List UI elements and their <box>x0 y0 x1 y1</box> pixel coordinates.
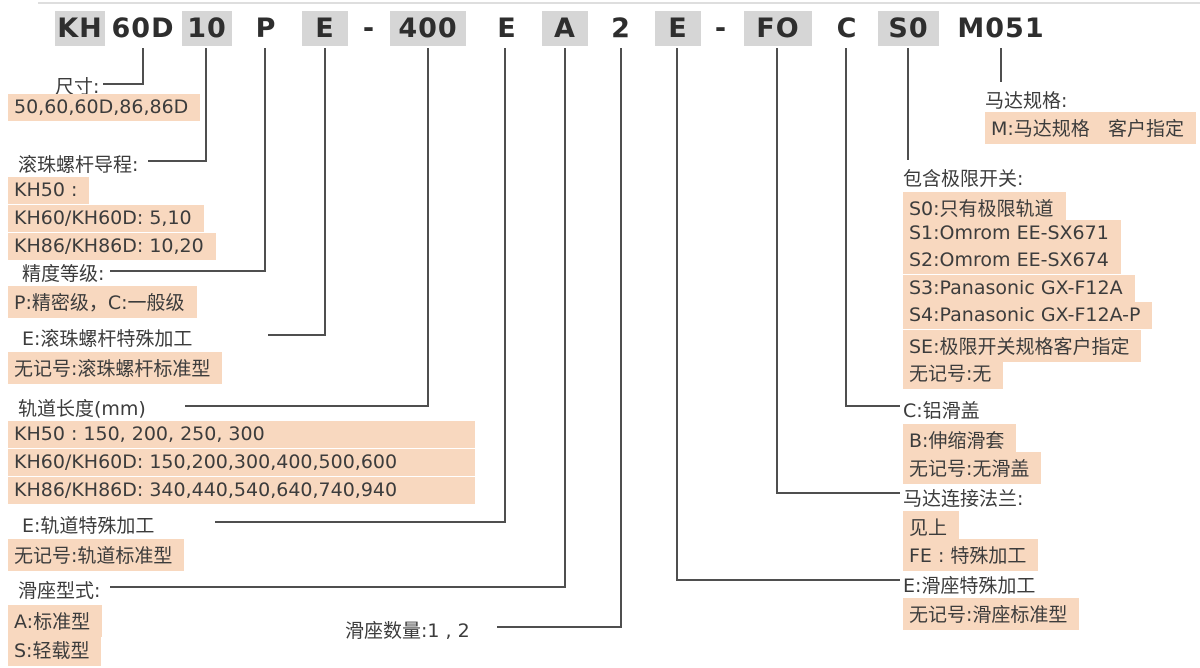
limit-switch-item: S2:Omrom EE-SX674 <box>903 247 1121 274</box>
code-segment-rail-length: 400 <box>390 11 466 46</box>
connector-rail-special-v <box>504 48 506 523</box>
connector-flange-h <box>776 492 900 494</box>
screw-lead-item: KH50 : <box>8 177 90 204</box>
connector-slider-special-h <box>676 579 900 581</box>
connector-size-h <box>103 83 144 85</box>
motor-spec-item: M:马达规格 <box>985 112 1102 144</box>
motor-spec-label: 马达规格: <box>985 90 1068 112</box>
slider-type-item: A:标准型 <box>8 605 103 637</box>
code-segment-dash-2: - <box>714 13 728 44</box>
limit-switch-item: SE:极限开关规格客户指定 <box>903 330 1142 362</box>
code-segment-series: KH <box>55 11 105 46</box>
connector-rail-length-v <box>427 48 429 407</box>
connector-size-v <box>142 48 144 85</box>
accuracy-item: P:精密级，C:一般级 <box>8 286 197 318</box>
connector-slider-special-v <box>676 48 678 581</box>
connector-slider-type-h <box>110 586 566 588</box>
connector-screw-special-h <box>268 334 326 336</box>
limit-switch-item: 无记号:无 <box>903 357 1004 389</box>
limit-switch-label: 包含极限开关: <box>903 168 1024 190</box>
connector-motor-v <box>1000 48 1002 82</box>
connector-cover-v <box>845 48 847 407</box>
slider-count-label: 滑座数量:1 , 2 <box>345 620 470 642</box>
flange-item: FE : 特殊加工 <box>903 539 1039 571</box>
screw-special-label: E:滚珠螺杆特殊加工 <box>22 328 193 350</box>
connector-flange-v <box>776 48 778 494</box>
code-segment-flange: FO <box>744 11 812 46</box>
rail-length-item: KH50 : 150, 200, 250, 300 <box>8 421 475 448</box>
connector-cover-h <box>845 405 900 407</box>
code-segment-slider-special: E <box>655 11 701 46</box>
connector-screw-special-v <box>324 48 326 336</box>
rail-special-label: E:轨道特殊加工 <box>22 515 155 537</box>
flange-label: 马达连接法兰: <box>903 488 1024 510</box>
connector-lead-h <box>148 160 207 162</box>
rail-special-item: 无记号:轨道标准型 <box>8 539 185 571</box>
code-segment-rail-special: E <box>497 13 517 44</box>
rail-length-item: KH86/KH86D: 340,440,540,640,740,940 <box>8 477 475 504</box>
cover-label: C:铝滑盖 <box>903 400 980 422</box>
code-segment-screw-special: E <box>302 11 348 46</box>
connector-lead-v <box>205 48 207 162</box>
code-segment-motor: M051 <box>957 13 1045 44</box>
limit-switch-item: S0:只有极限轨道 <box>903 192 1066 224</box>
cover-item: B:伸缩滑套 <box>903 424 1017 456</box>
screw-special-item: 无记号:滚珠螺杆标准型 <box>8 352 223 384</box>
connector-slider-type-v <box>564 48 566 588</box>
code-segment-limit-switch: S0 <box>878 11 939 46</box>
code-segment-lead: 10 <box>182 11 232 46</box>
connector-slider-count-h <box>497 626 622 628</box>
size-label: 尺寸: <box>55 76 100 98</box>
connector-rail-length-h <box>185 405 429 407</box>
connector-limit-switch-v <box>907 48 909 160</box>
screw-lead-item: KH60/KH60D: 5,10 <box>8 205 204 232</box>
screw-lead-item: KH86/KH86D: 10,20 <box>8 233 216 260</box>
rail-length-label: 轨道长度(mm) <box>18 398 146 420</box>
flange-item: 见上 <box>903 511 960 543</box>
code-segment-slider-count: 2 <box>611 13 631 44</box>
connector-accuracy-v <box>264 48 266 272</box>
accuracy-label: 精度等级: <box>22 263 105 285</box>
screw-lead-label: 滚珠螺杆导程: <box>18 154 139 176</box>
code-segment-size: 60D <box>111 13 175 44</box>
limit-switch-item: S1:Omrom EE-SX671 <box>903 220 1121 247</box>
size-item: 50,60,60D,86,86D <box>8 94 201 121</box>
code-segment-accuracy: P <box>255 13 277 44</box>
slider-type-item: S:轻载型 <box>8 634 102 666</box>
slider-type-label: 滑座型式: <box>18 580 101 602</box>
code-segment-slider-type: A <box>542 11 588 46</box>
motor-spec-item: 客户指定 <box>1102 112 1197 144</box>
slider-special-item: 无记号:滑座标准型 <box>903 598 1080 630</box>
connector-slider-count-v <box>620 48 622 628</box>
connector-rail-special-h <box>215 521 506 523</box>
limit-switch-item: S4:Panasonic GX-F12A-P <box>903 302 1153 329</box>
connector-accuracy-h <box>110 270 266 272</box>
cover-item: 无记号:无滑盖 <box>903 452 1042 484</box>
top-divider <box>38 2 1200 4</box>
rail-length-item: KH60/KH60D: 150,200,300,400,500,600 <box>8 449 475 476</box>
slider-special-label: E:滑座特殊加工 <box>903 575 1036 597</box>
limit-switch-item: S3:Panasonic GX-F12A <box>903 275 1135 302</box>
code-segment-dash-1: - <box>362 13 376 44</box>
code-segment-cover: C <box>836 13 858 44</box>
